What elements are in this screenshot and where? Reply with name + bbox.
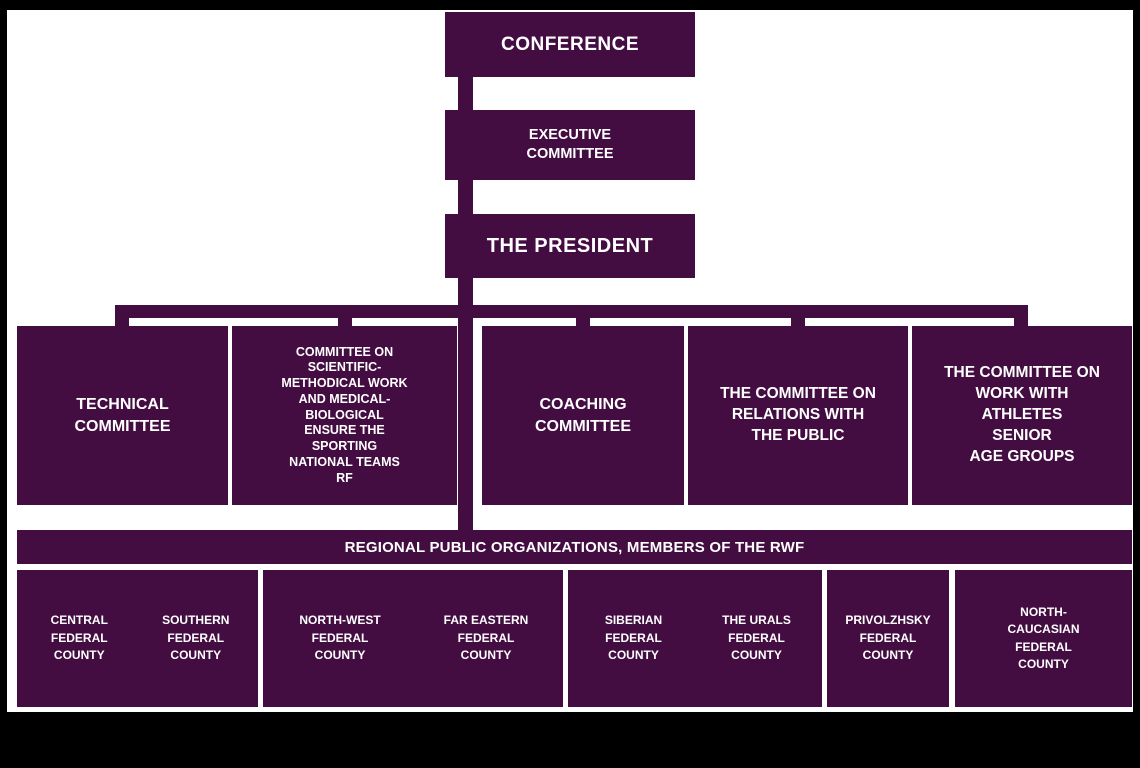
county-box-northwest-fareastern: NORTH-WEST FEDERAL COUNTY FAR EASTERN FE… bbox=[263, 570, 563, 707]
president-box: THE PRESIDENT bbox=[445, 214, 695, 278]
county-north-caucasian-federal: NORTH- CAUCASIAN FEDERAL COUNTY bbox=[1007, 604, 1080, 671]
regional-organizations-bar: REGIONAL PUBLIC ORGANIZATIONS, MEMBERS O… bbox=[17, 530, 1132, 564]
connector-executive-president bbox=[458, 180, 473, 214]
connector-stub-scientific bbox=[338, 318, 352, 327]
county-central-federal: CENTRAL FEDERAL COUNTY bbox=[50, 613, 108, 663]
committee-box-senior-athletes: THE COMMITTEE ON WORK WITH ATHLETES SENI… bbox=[912, 326, 1132, 505]
connector-conference-executive bbox=[458, 77, 473, 110]
connector-committees-horizontal-bar bbox=[115, 305, 1028, 318]
county-box-central-southern: CENTRAL FEDERAL COUNTY SOUTHERN FEDERAL … bbox=[17, 570, 258, 707]
county-privolzhsky-federal: PRIVOLZHSKY FEDERAL COUNTY bbox=[845, 613, 931, 663]
county-southern-federal: SOUTHERN FEDERAL COUNTY bbox=[162, 613, 230, 663]
committee-box-public-relations: THE COMMITTEE ON RELATIONS WITH THE PUBL… bbox=[688, 326, 908, 505]
county-box-privolzhsky: PRIVOLZHSKY FEDERAL COUNTY bbox=[827, 570, 949, 707]
connector-stub-technical bbox=[115, 318, 129, 327]
connector-stub-athletes bbox=[1014, 318, 1028, 327]
county-north-west-federal: NORTH-WEST FEDERAL COUNTY bbox=[299, 613, 381, 663]
connector-stub-coaching bbox=[576, 318, 590, 327]
county-siberian-federal: SIBERIAN FEDERAL COUNTY bbox=[604, 613, 663, 663]
committee-box-coaching: COACHING COMMITTEE bbox=[482, 326, 684, 505]
conference-box: CONFERENCE bbox=[445, 12, 695, 77]
county-far-eastern-federal: FAR EASTERN FEDERAL COUNTY bbox=[443, 613, 529, 663]
county-urals-federal: THE URALS FEDERAL COUNTY bbox=[722, 613, 791, 663]
connector-stub-relations bbox=[791, 318, 805, 327]
committee-box-scientific-methodical: COMMITTEE ON SCIENTIFIC- METHODICAL WORK… bbox=[232, 326, 457, 505]
executive-committee-box: EXECUTIVE COMMITTEE bbox=[445, 110, 695, 180]
connector-president-trunk bbox=[458, 278, 473, 530]
county-box-siberian-urals: SIBERIAN FEDERAL COUNTY THE URALS FEDERA… bbox=[568, 570, 822, 707]
county-box-north-caucasian: NORTH- CAUCASIAN FEDERAL COUNTY bbox=[955, 570, 1132, 707]
committee-box-technical: TECHNICAL COMMITTEE bbox=[17, 326, 228, 505]
